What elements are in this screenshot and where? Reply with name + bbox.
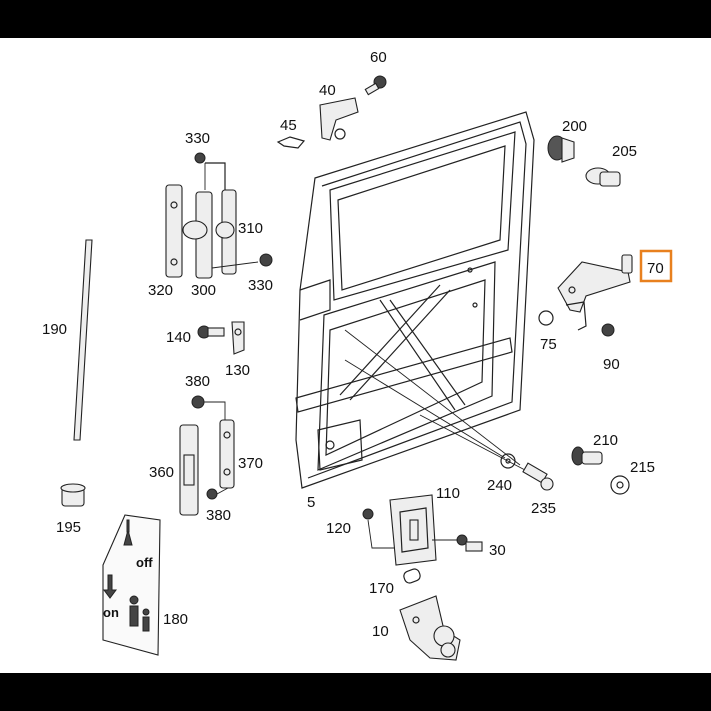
leader-240 [344, 359, 506, 459]
label-70: 70 [647, 260, 664, 277]
exploded-parts-diagram: off on [42, 49, 673, 661]
label-370: 370 [238, 455, 263, 472]
label-75: 75 [540, 336, 557, 353]
parts-240-235 [500, 453, 554, 491]
label-45: 45 [280, 117, 297, 134]
lock-assembly-360-370-380 [179, 395, 235, 516]
label-235: 235 [531, 500, 556, 517]
hinge-part-70 [538, 254, 633, 337]
label-330-bottom: 330 [248, 277, 273, 294]
sticker-on-text: on [103, 605, 119, 620]
top-black-band [0, 0, 711, 38]
parts-200-205 [547, 135, 621, 187]
label-380-top: 380 [185, 373, 210, 390]
label-90: 90 [603, 356, 620, 373]
label-5: 5 [307, 494, 315, 511]
parts-45-40-60 [276, 75, 387, 149]
label-195: 195 [56, 519, 81, 536]
parts-140-130 [197, 321, 245, 355]
label-110: 110 [436, 485, 460, 502]
label-310: 310 [238, 220, 263, 237]
label-180: 180 [163, 611, 188, 628]
part-labels: 5 10 30 40 45 60 70 75 90 110 120 130 14… [42, 49, 664, 640]
label-210: 210 [593, 432, 618, 449]
label-320: 320 [148, 282, 173, 299]
label-190: 190 [42, 321, 67, 338]
label-120: 120 [326, 520, 351, 537]
parts-diagram-canvas: off on [0, 38, 711, 673]
label-40: 40 [319, 82, 336, 99]
label-205: 205 [612, 143, 637, 160]
label-170: 170 [369, 580, 394, 597]
label-215: 215 [630, 459, 655, 476]
highlight-box-70 [639, 249, 673, 283]
bottom-black-band [0, 673, 711, 711]
warning-sticker-180: off on [102, 514, 161, 656]
label-380-bottom: 380 [206, 507, 231, 524]
parts-210-215 [571, 446, 630, 495]
roller-bracket-assembly [362, 494, 483, 661]
label-330-top: 330 [185, 130, 210, 147]
lock-assembly-320-300-310 [165, 152, 273, 279]
sticker-off-text: off [136, 555, 153, 570]
label-30: 30 [489, 542, 506, 559]
label-10: 10 [372, 623, 389, 640]
label-300: 300 [191, 282, 216, 299]
cap-195 [60, 483, 86, 507]
label-60: 60 [370, 49, 387, 66]
leader-235 [344, 329, 521, 466]
label-240: 240 [487, 477, 512, 494]
label-200: 200 [562, 118, 587, 135]
leader-235b [419, 414, 526, 471]
label-130: 130 [225, 362, 250, 379]
seal-strip-190 [73, 239, 93, 441]
sliding-door-panel [295, 111, 535, 489]
label-140: 140 [166, 329, 191, 346]
label-360: 360 [149, 464, 174, 481]
